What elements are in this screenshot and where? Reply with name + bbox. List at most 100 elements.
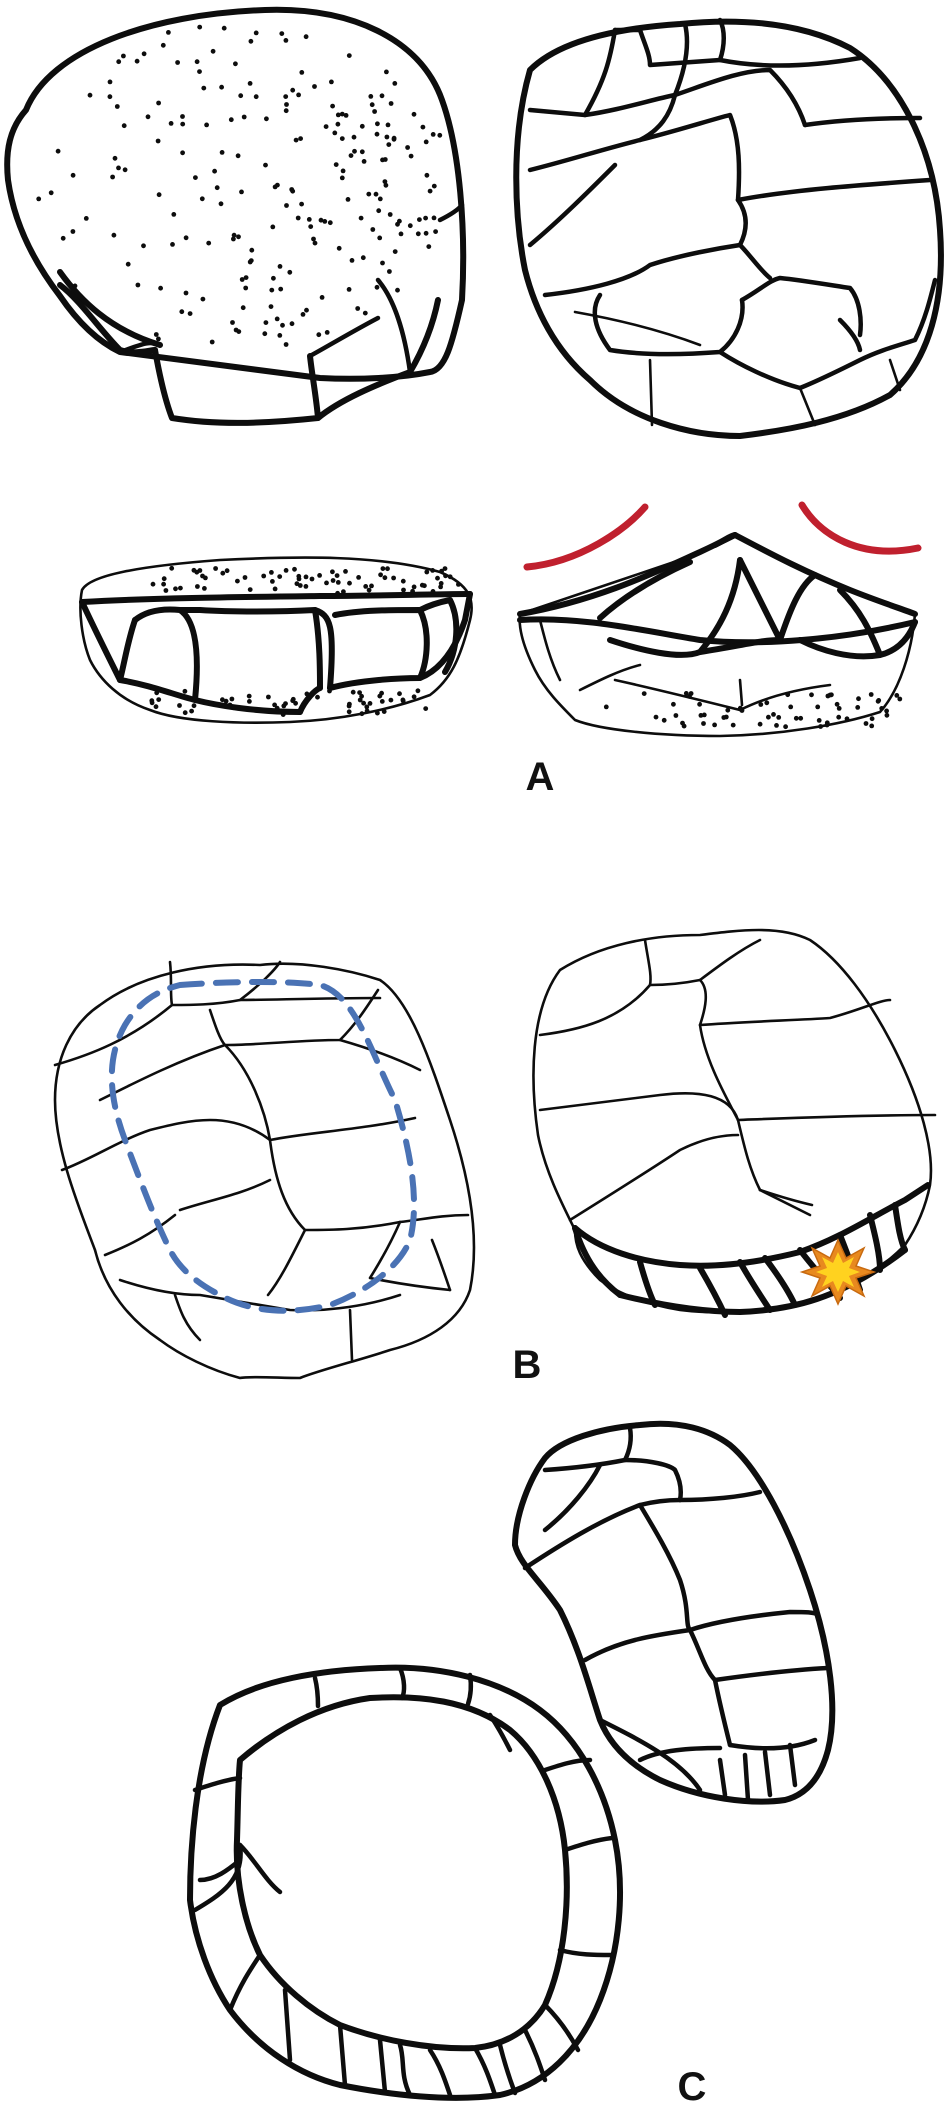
- cortex-dot: [369, 102, 375, 108]
- cortex-dot: [701, 721, 706, 726]
- cortex-dot: [195, 584, 200, 589]
- cortex-dot: [360, 255, 366, 261]
- cortex-dot: [423, 215, 428, 221]
- cortex-dot: [275, 182, 280, 188]
- cortex-dot: [330, 578, 336, 583]
- cortex-dot: [824, 722, 830, 728]
- cortex-dot: [844, 716, 850, 722]
- cortex-dot: [158, 285, 164, 291]
- cortex-dot: [283, 94, 289, 99]
- cortex-dot: [426, 244, 432, 250]
- cortex-dot: [333, 162, 339, 168]
- cortex-dot: [375, 710, 380, 716]
- cortex-dot: [253, 94, 259, 100]
- cortex-dot: [827, 692, 833, 698]
- cortex-dot: [330, 569, 335, 575]
- cortex-dot: [336, 245, 342, 251]
- cortex-dot: [431, 183, 437, 189]
- cortex-dot: [116, 165, 121, 171]
- cortex-dot: [879, 706, 885, 711]
- cortex-dot: [372, 109, 377, 114]
- cortex-dot: [48, 190, 54, 196]
- cortex-dot: [277, 574, 283, 579]
- cortex-dot: [380, 157, 385, 163]
- panel-label-b: B: [513, 1343, 542, 1387]
- cortex-dot: [380, 260, 385, 266]
- cortex-dot: [212, 168, 218, 174]
- cortex-dot: [294, 581, 300, 587]
- cortex-dot: [364, 708, 370, 714]
- cortex-dot: [272, 586, 278, 592]
- cortex-dot: [289, 321, 295, 327]
- cortex-dot: [271, 275, 276, 281]
- cortex-dot: [290, 188, 296, 194]
- core-outline: [512, 1420, 836, 1805]
- cortex-dot: [135, 282, 141, 288]
- core-a-top-left: [4, 6, 467, 426]
- cortex-dot: [283, 108, 289, 114]
- cortex-dot: [231, 232, 237, 238]
- cortex-dot: [154, 690, 160, 696]
- cortex-dot: [788, 704, 794, 710]
- cortex-dot: [308, 224, 314, 230]
- cortex-dot: [227, 702, 233, 708]
- cortex-dot: [280, 712, 286, 717]
- cortex-dot: [223, 698, 229, 704]
- cortex-dot: [359, 123, 365, 129]
- cortex-dot: [283, 342, 289, 347]
- cortex-dot: [388, 101, 394, 106]
- cortex-dot: [177, 703, 182, 708]
- cortex-dot: [236, 329, 242, 334]
- cortex-dot: [456, 582, 461, 587]
- cortex-dot: [424, 172, 430, 178]
- cortex-dot: [395, 287, 400, 293]
- cortex-dot: [303, 34, 309, 40]
- cortex-dot: [793, 715, 799, 721]
- cortex-dot: [408, 153, 414, 159]
- cortex-dot: [785, 692, 791, 698]
- cortex-dot: [240, 305, 246, 311]
- cortex-dot: [111, 232, 117, 238]
- cortex-dot: [153, 332, 159, 337]
- cortex-dot: [239, 189, 244, 195]
- cortex-dot: [241, 114, 247, 120]
- cortex-dot: [366, 191, 372, 197]
- cortex-dot: [182, 688, 188, 694]
- cortex-dot: [219, 150, 225, 155]
- core-b-left: [53, 960, 476, 1380]
- cortex-dot: [141, 51, 147, 57]
- cortex-dot: [161, 576, 167, 582]
- cortex-dot: [391, 575, 396, 581]
- cortex-dot: [283, 701, 288, 706]
- cortex-dot: [809, 692, 814, 698]
- cortex-dot: [407, 223, 413, 229]
- cortex-dot: [235, 578, 240, 584]
- cortex-dot: [335, 121, 341, 127]
- cortex-dot: [423, 706, 429, 711]
- cortex-dot: [683, 691, 689, 696]
- cortex-dot: [317, 573, 322, 578]
- cortex-stipple: [36, 24, 443, 347]
- cortex-dot: [377, 196, 383, 202]
- cortex-dot: [356, 575, 361, 580]
- cortex-dot: [411, 584, 417, 590]
- cortex-dot: [306, 217, 312, 222]
- cortex-dot: [191, 567, 197, 573]
- cortex-dot: [304, 691, 310, 697]
- cortex-dot: [387, 269, 392, 274]
- cortex-dot: [397, 691, 402, 697]
- cortex-dot: [433, 229, 438, 235]
- cortex-dot: [141, 243, 146, 249]
- cortex-dot: [204, 122, 210, 128]
- cortex-dot: [417, 217, 422, 223]
- cortex-dot: [220, 697, 225, 703]
- cortex-dot: [218, 201, 224, 207]
- cortex-stipple-bottom: [149, 688, 429, 717]
- cortex-dot: [169, 565, 175, 571]
- cortex-dot: [272, 702, 277, 708]
- panel-label-a: A: [526, 755, 555, 799]
- cortex-dot: [430, 132, 436, 137]
- cortex-dot: [361, 159, 367, 164]
- cortex-dot: [335, 112, 341, 118]
- cortex-dot: [392, 249, 398, 255]
